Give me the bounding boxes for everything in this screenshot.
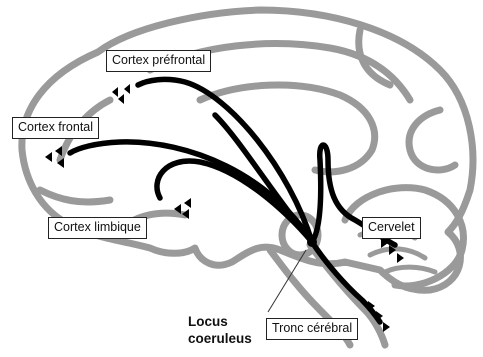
label-cerebellum: Cervelet [362,217,421,239]
sulcus-3 [409,110,455,170]
pathways [70,79,395,322]
label-locus-line2: coeruleus [188,330,252,347]
label-locus-line1: Locus [188,313,252,330]
arrowhead-cluster-prefrontal-icon [112,84,130,104]
sulcus-5 [40,190,110,202]
label-locus-coeruleus: Locus coeruleus [188,313,252,347]
label-frontal-cortex: Cortex frontal [12,117,99,139]
label-limbic-cortex: Cortex limbique [48,217,147,239]
sulcus-2 [359,30,390,85]
locus-coeruleus-nucleus [307,237,317,247]
label-brainstem: Tronc cérébral [266,318,358,340]
pathway-limbic [157,161,312,242]
label-prefrontal-cortex: Cortex préfrontal [106,50,211,72]
